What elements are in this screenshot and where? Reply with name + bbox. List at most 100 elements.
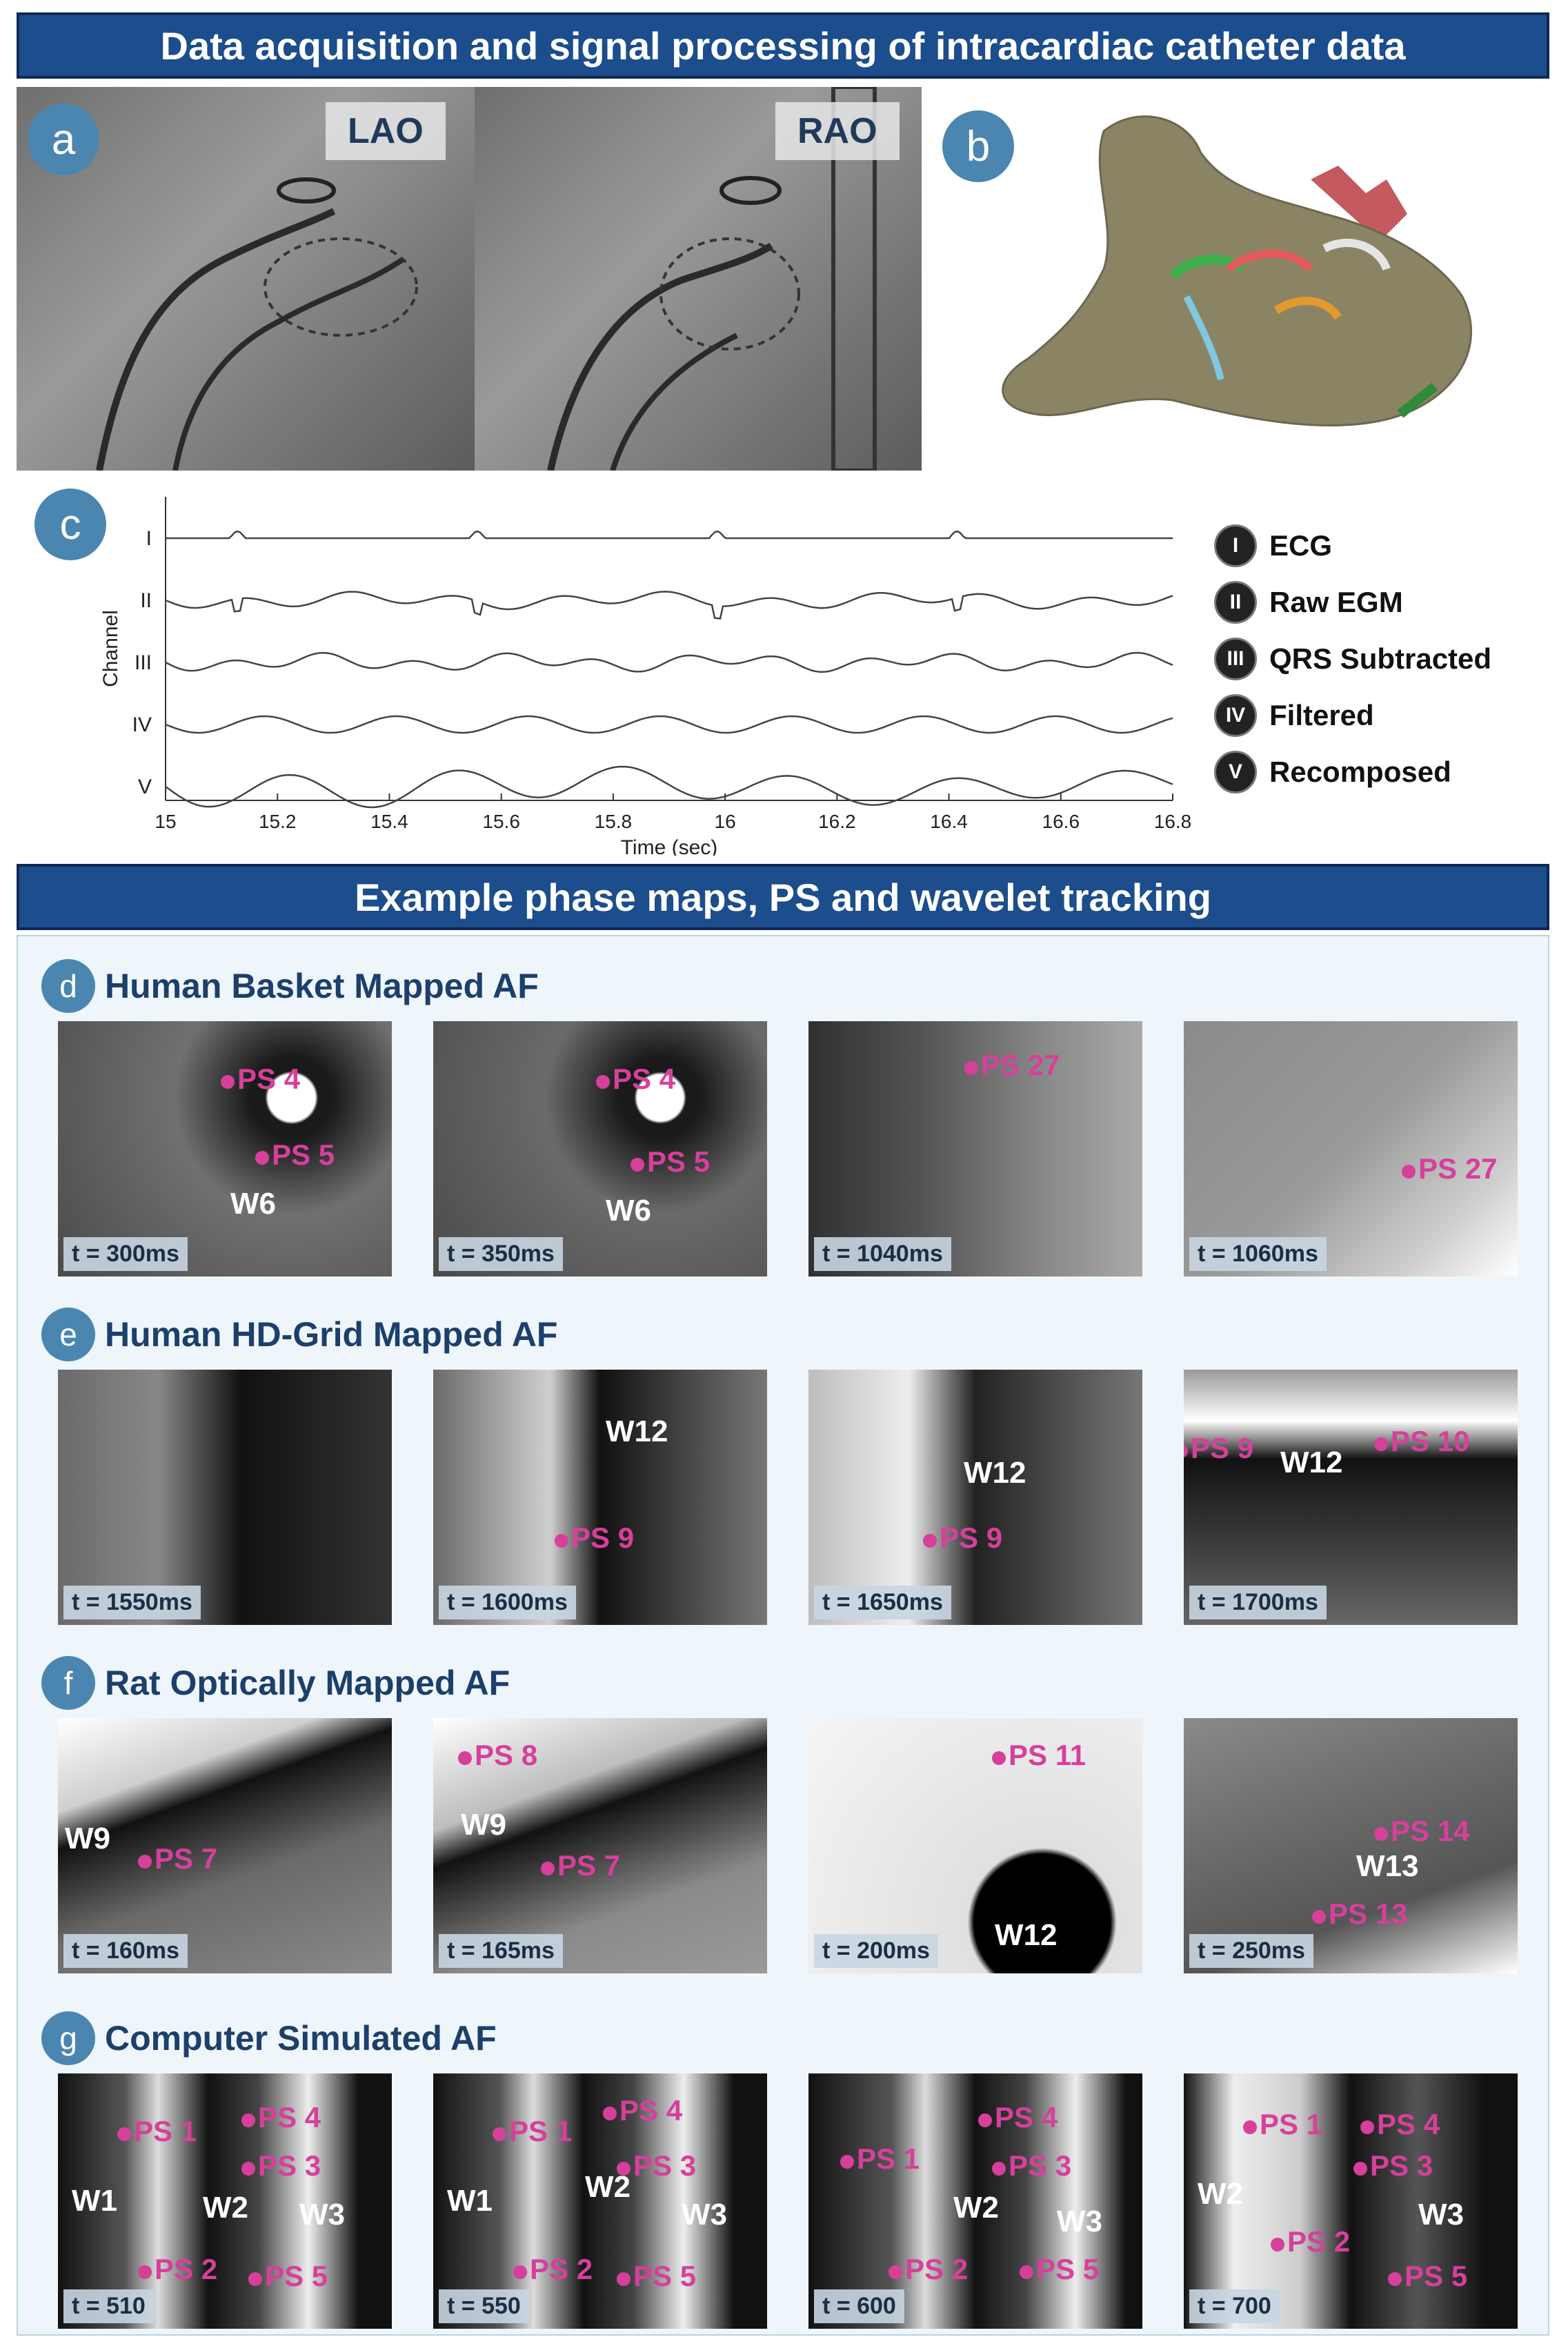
- rao-label: RAO: [775, 102, 900, 160]
- phase-singularity-label: PS 4: [613, 1063, 676, 1095]
- wavelet-label: W6: [230, 1187, 276, 1221]
- wavelet-label: W9: [65, 1822, 110, 1855]
- phase-map: PS 7 W9 t = 160ms: [58, 1718, 392, 1973]
- time-label: t = 600: [814, 2289, 904, 2323]
- panel-g-badge: g: [41, 2011, 95, 2065]
- panel-c-badge: c: [34, 489, 106, 560]
- phase-singularity-label: PS 9: [940, 1521, 1003, 1554]
- phase-singularity-dot: [1020, 2265, 1033, 2279]
- phase-singularity-dot: [221, 1075, 235, 1089]
- phase-singularity-label: PS 5: [1405, 2260, 1468, 2292]
- wavelet-label: W2: [1198, 2177, 1243, 2211]
- phase-singularity-dot: [617, 2272, 631, 2286]
- channel-label: V: [138, 776, 152, 798]
- phase-singularity-dot: [1353, 2162, 1367, 2176]
- x-tick-label: 15: [155, 811, 176, 832]
- phase-singularity-label: PS 9: [571, 1521, 635, 1554]
- time-label: t = 300ms: [63, 1237, 188, 1271]
- phase-singularity-dot: [138, 2265, 152, 2279]
- time-label: t = 510: [63, 2289, 154, 2323]
- phase-singularity-label: PS 27: [1418, 1152, 1498, 1185]
- time-label: t = 1700ms: [1189, 1586, 1327, 1619]
- banner-title: Data acquisition and signal processing o…: [160, 23, 1406, 68]
- title-banner-phase-maps: Example phase maps, PS and wavelet track…: [17, 864, 1549, 930]
- phase-singularity-dot: [138, 1855, 152, 1869]
- wavelet-label: W2: [953, 2191, 999, 2225]
- phase-singularity-dot: [923, 1534, 937, 1548]
- phase-singularity-label: PS 27: [981, 1049, 1060, 1081]
- channel-label: III: [135, 651, 152, 674]
- x-axis-label: Time (sec): [621, 836, 718, 856]
- legend-marker: III: [1214, 638, 1257, 680]
- wavelet-label: W1: [447, 2184, 493, 2218]
- panel-d-badge: d: [41, 959, 95, 1013]
- phase-singularity-dot: [241, 2162, 255, 2176]
- legend-label: Raw EGM: [1269, 586, 1403, 618]
- wavelet-label: W6: [606, 1194, 651, 1228]
- phase-singularity-label: PS 4: [237, 1063, 301, 1095]
- wavelet-label: W2: [203, 2191, 248, 2225]
- time-label: t = 700: [1189, 2289, 1280, 2323]
- time-label: t = 1600ms: [439, 1586, 576, 1619]
- phase-singularity-label: PS 5: [272, 1138, 335, 1171]
- legend-label: Recomposed: [1269, 756, 1451, 788]
- phase-singularity-dot: [596, 1075, 610, 1089]
- time-label: t = 160ms: [63, 1934, 188, 1968]
- title-banner-acquisition: Data acquisition and signal processing o…: [17, 12, 1549, 79]
- panel-a-letter: a: [51, 115, 76, 164]
- wavelet-label: W12: [995, 1918, 1058, 1952]
- phase-singularity-dot: [241, 2113, 255, 2127]
- wavelet-label: W3: [682, 2198, 727, 2231]
- wavelet-label: W12: [1280, 1446, 1343, 1479]
- wavelet-label: W9: [461, 1808, 506, 1842]
- legend-marker: II: [1214, 581, 1257, 624]
- phase-singularity-label: PS 1: [134, 2115, 197, 2147]
- section-title: Human Basket Mapped AF: [105, 967, 539, 1005]
- phase-singularity-label: PS 11: [1009, 1739, 1086, 1771]
- phase-singularity-label: PS 1: [509, 2115, 573, 2147]
- x-tick-label: 15.8: [595, 811, 633, 832]
- phase-singularity-label: PS 2: [1287, 2225, 1351, 2258]
- phase-singularity-dot: [1374, 1827, 1388, 1841]
- legend-item: III QRS Subtracted: [1214, 638, 1491, 680]
- phase-singularity-dot: [493, 2127, 506, 2141]
- x-tick-label: 16.6: [1042, 811, 1080, 832]
- panel-b-badge: b: [942, 110, 1014, 182]
- phase-singularity-dot: [1374, 1437, 1388, 1451]
- phase-singularity-label: PS 5: [1036, 2253, 1100, 2285]
- phase-map: PS 27 t = 1060ms: [1184, 1021, 1518, 1276]
- section-title: Rat Optically Mapped AF: [105, 1664, 510, 1702]
- phase-singularity-dot: [1271, 2238, 1284, 2251]
- phase-singularity-dot: [1402, 1165, 1416, 1179]
- phase-singularity-label: PS 2: [155, 2253, 218, 2285]
- phase-singularity-label: PS 1: [857, 2142, 920, 2175]
- legend-marker: I: [1214, 524, 1257, 567]
- legend-label: QRS Subtracted: [1269, 642, 1492, 675]
- x-tick-label: 15.6: [482, 811, 520, 832]
- channel-label: IV: [132, 713, 152, 736]
- atrium-3d-model: [1002, 115, 1473, 427]
- phase-singularity-dot: [1360, 2120, 1374, 2134]
- phase-singularity-label: PS 2: [530, 2253, 593, 2285]
- time-label: t = 1060ms: [1189, 1237, 1327, 1271]
- phase-singularity-dot: [992, 2162, 1006, 2176]
- phase-singularity-label: PS 5: [647, 1145, 711, 1178]
- phase-singularity-dot: [631, 1158, 644, 1172]
- phase-singularity-dot: [617, 2162, 631, 2176]
- phase-singularity-label: PS 5: [265, 2260, 328, 2292]
- time-label: t = 165ms: [439, 1934, 563, 1968]
- phase-singularity-dot: [964, 1061, 978, 1075]
- x-tick-label: 16.2: [818, 811, 856, 832]
- phase-singularity-label: PS 10: [1391, 1425, 1470, 1457]
- wavelet-label: W13: [1356, 1849, 1419, 1883]
- phase-singularity-label: PS 7: [155, 1842, 218, 1875]
- panel-b-letter: b: [966, 122, 991, 170]
